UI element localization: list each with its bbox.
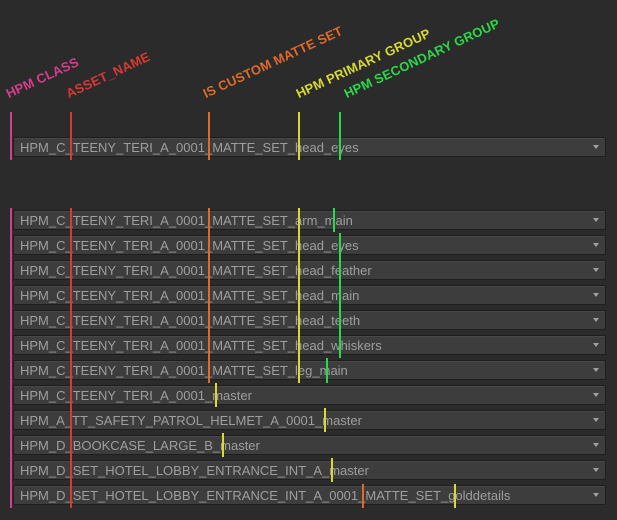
matte-set-dropdown[interactable]: HPM_C_TEENY_TERI_A_0001_master xyxy=(13,385,606,405)
guide-secondary-group-single xyxy=(339,112,341,160)
guide-asset-name-single xyxy=(70,112,72,160)
dropdown-arrow-icon xyxy=(593,493,599,497)
dropdown-value: HPM_C_TEENY_TERI_A_0001_MATTE_SET_head_e… xyxy=(20,238,359,253)
dropdown-arrow-icon xyxy=(593,145,599,149)
dropdown-arrow-icon xyxy=(593,443,599,447)
matte-set-dropdown-single[interactable]: HPM_C_TEENY_TERI_A_0001_MATTE_SET_head_e… xyxy=(13,137,606,157)
dropdown-value: HPM_C_TEENY_TERI_A_0001_MATTE_SET_leg_ma… xyxy=(20,363,348,378)
dropdown-value: HPM_C_TEENY_TERI_A_0001_MATTE_SET_head_f… xyxy=(20,263,372,278)
guide-hpm-class-single xyxy=(10,112,12,160)
guide-secondary-group-leg xyxy=(326,358,328,383)
dropdown-arrow-icon xyxy=(593,368,599,372)
matte-set-dropdown[interactable]: HPM_D_BOOKCASE_LARGE_B_master xyxy=(13,435,606,455)
dropdown-arrow-icon xyxy=(593,293,599,297)
dropdown-value: HPM_C_TEENY_TERI_A_0001_MATTE_SET_head_e… xyxy=(20,140,359,155)
guide-matte-set-single xyxy=(208,112,210,160)
dropdown-value: HPM_D_SET_HOTEL_LOBBY_ENTRANCE_INT_A_mas… xyxy=(20,463,369,478)
dropdown-arrow-icon xyxy=(593,418,599,422)
matte-set-dropdown[interactable]: HPM_C_TEENY_TERI_A_0001_MATTE_SET_head_t… xyxy=(13,310,606,330)
dropdown-value: HPM_A_TT_SAFETY_PATROL_HELMET_A_0001_mas… xyxy=(20,413,362,428)
matte-set-dropdown[interactable]: HPM_C_TEENY_TERI_A_0001_MATTE_SET_head_f… xyxy=(13,260,606,280)
guide-hpm-class-list xyxy=(10,208,12,508)
matte-set-dropdown[interactable]: HPM_D_SET_HOTEL_LOBBY_ENTRANCE_INT_A_000… xyxy=(13,485,606,505)
dropdown-value: HPM_C_TEENY_TERI_A_0001_MATTE_SET_head_t… xyxy=(20,313,361,328)
dropdown-arrow-icon xyxy=(593,218,599,222)
dropdown-value: HPM_D_BOOKCASE_LARGE_B_master xyxy=(20,438,260,453)
dropdown-value: HPM_C_TEENY_TERI_A_0001_MATTE_SET_head_m… xyxy=(20,288,360,303)
matte-set-dropdown[interactable]: HPM_A_TT_SAFETY_PATROL_HELMET_A_0001_mas… xyxy=(13,410,606,430)
guide-matte-set-hotel xyxy=(362,484,364,508)
guide-primary-group-helmet xyxy=(324,408,326,432)
matte-set-dropdown[interactable]: HPM_D_SET_HOTEL_LOBBY_ENTRANCE_INT_A_mas… xyxy=(13,460,606,480)
dropdown-value: HPM_C_TEENY_TERI_A_0001_MATTE_SET_head_w… xyxy=(20,338,382,353)
dropdown-arrow-icon xyxy=(593,343,599,347)
guide-asset-name-list xyxy=(70,208,72,508)
dropdown-value: HPM_D_SET_HOTEL_LOBBY_ENTRANCE_INT_A_000… xyxy=(20,488,511,503)
guide-secondary-group-golddetails xyxy=(454,484,456,508)
guide-primary-group-single xyxy=(298,112,300,160)
guide-primary-group-list xyxy=(298,208,300,383)
dropdown-value: HPM_C_TEENY_TERI_A_0001_master xyxy=(20,388,252,403)
matte-set-dropdown[interactable]: HPM_C_TEENY_TERI_A_0001_MATTE_SET_head_m… xyxy=(13,285,606,305)
dropdown-arrow-icon xyxy=(593,243,599,247)
guide-secondary-group-arm xyxy=(333,208,335,232)
dropdown-arrow-icon xyxy=(593,318,599,322)
dropdown-arrow-icon xyxy=(593,468,599,472)
guide-matte-set-list xyxy=(208,208,210,383)
guide-primary-group-bookcase xyxy=(222,433,224,457)
dropdown-arrow-icon xyxy=(593,268,599,272)
guide-primary-group-teeny xyxy=(215,383,217,407)
matte-set-dropdown[interactable]: HPM_C_TEENY_TERI_A_0001_MATTE_SET_arm_ma… xyxy=(13,210,606,230)
matte-set-dropdown[interactable]: HPM_C_TEENY_TERI_A_0001_MATTE_SET_head_w… xyxy=(13,335,606,355)
header-asset-name: ASSET_NAME xyxy=(63,49,153,101)
guide-secondary-group-head xyxy=(339,233,341,358)
matte-set-dropdown[interactable]: HPM_C_TEENY_TERI_A_0001_MATTE_SET_head_e… xyxy=(13,235,606,255)
dropdown-value: HPM_C_TEENY_TERI_A_0001_MATTE_SET_arm_ma… xyxy=(20,213,353,228)
guide-primary-group-hotel xyxy=(331,458,333,482)
matte-set-dropdown[interactable]: HPM_C_TEENY_TERI_A_0001_MATTE_SET_leg_ma… xyxy=(13,360,606,380)
dropdown-arrow-icon xyxy=(593,393,599,397)
